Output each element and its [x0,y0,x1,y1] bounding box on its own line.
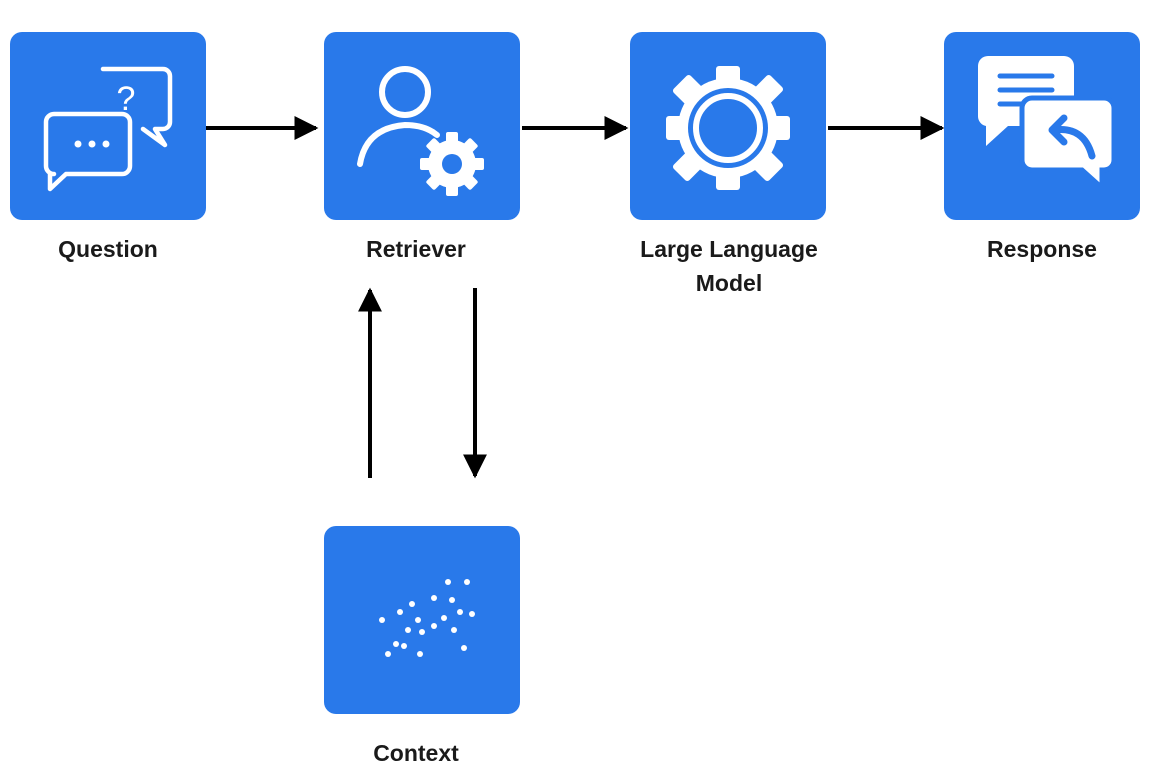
gear-icon [666,66,790,190]
label-retriever: Retriever [366,236,466,262]
svg-text:?: ? [117,80,136,118]
node-response [944,32,1140,220]
chat-reply-icon [977,56,1117,194]
label-response: Response [987,236,1097,262]
label-context: Context [373,740,459,766]
node-retriever [324,32,520,220]
label-question: Question [58,236,158,262]
user-gear-icon [357,66,484,196]
scatter-points-icon [379,579,475,657]
node-question: ? [10,32,206,220]
node-context [324,526,520,714]
node-llm [630,32,826,220]
label-llm: Large Language Model [640,236,818,296]
chat-question-icon: ? [43,66,173,192]
